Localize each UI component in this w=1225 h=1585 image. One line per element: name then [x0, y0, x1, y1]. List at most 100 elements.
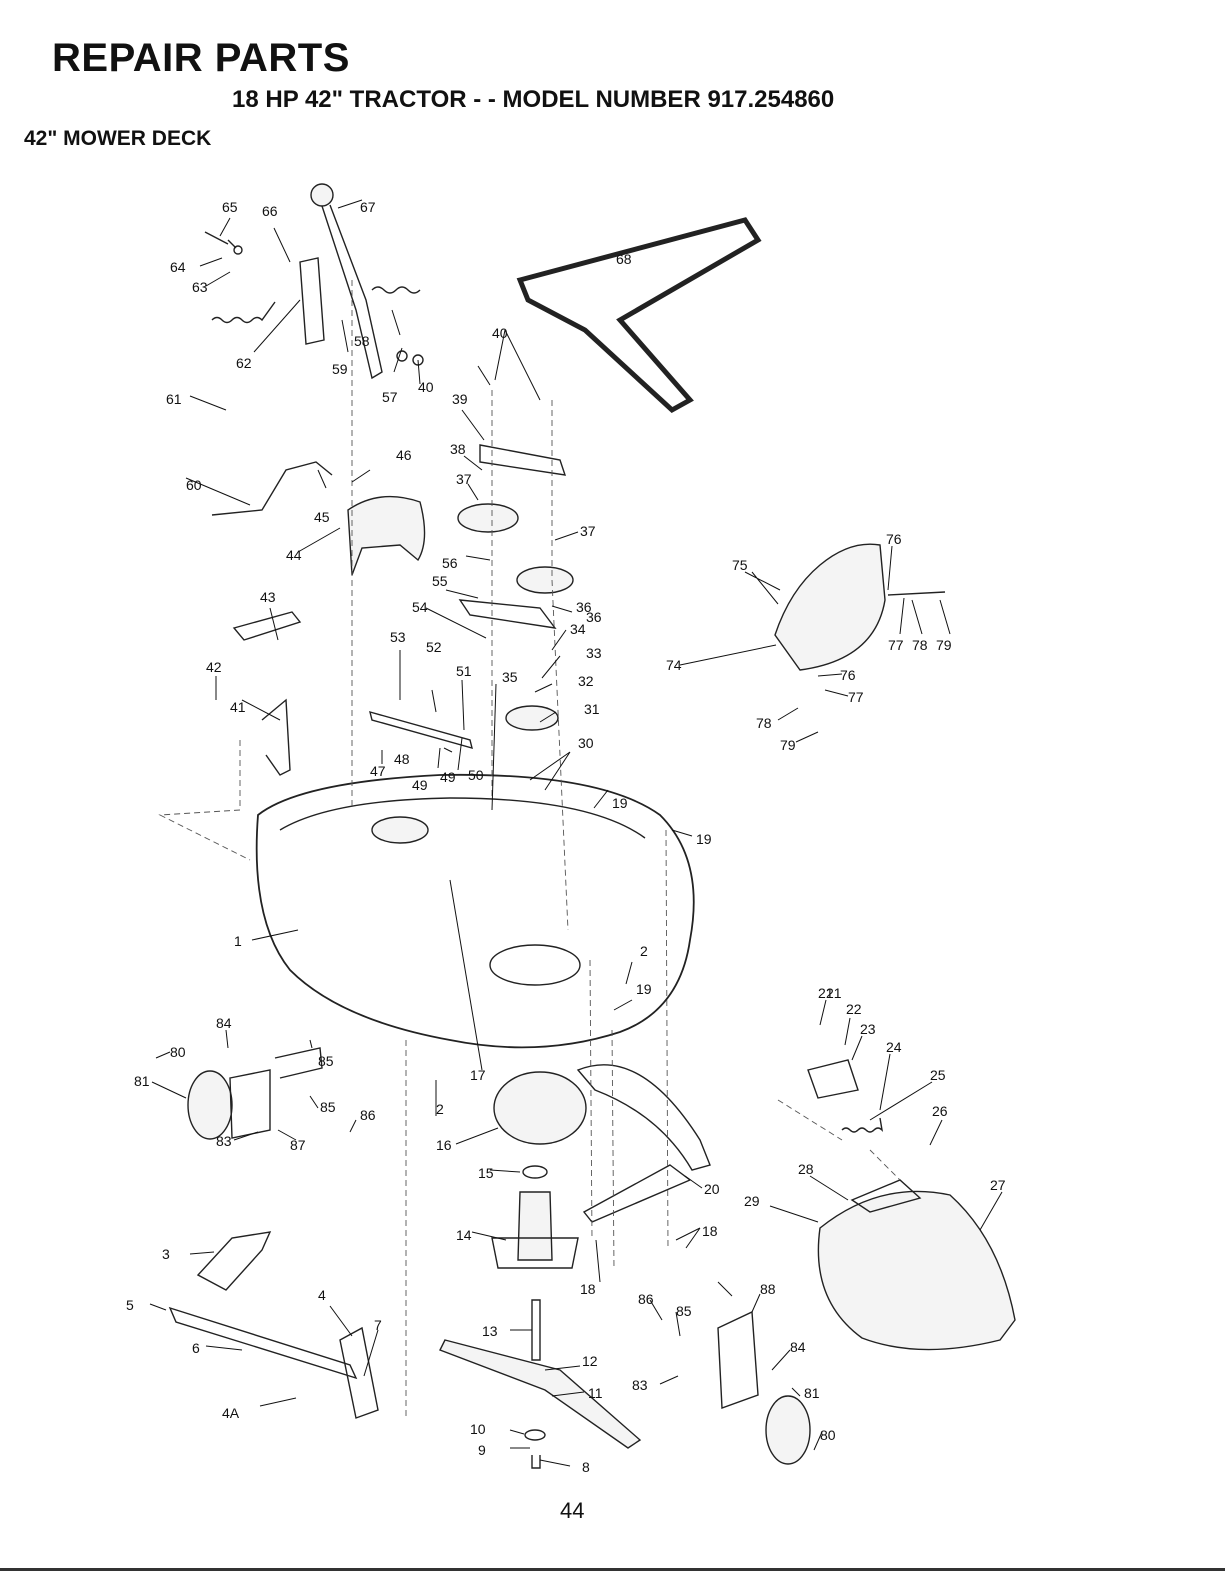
cover-hinge-rod [887, 591, 946, 596]
callout: 23 [860, 1021, 876, 1037]
callout: 21 [826, 985, 842, 1001]
gauge-wheel-left [187, 1070, 233, 1140]
callout: 37 [456, 471, 472, 487]
deck-spindle-hole [489, 944, 581, 986]
lever-plate [299, 257, 325, 345]
spindle-fins [491, 1237, 579, 1269]
callout: 84 [790, 1339, 806, 1355]
callout: 84 [216, 1015, 232, 1031]
spindle-shaft [531, 1299, 541, 1361]
model-subtitle: 18 HP 42" TRACTOR - - MODEL NUMBER 917.2… [232, 86, 835, 113]
bottom-border [0, 1568, 1225, 1571]
callout: 36 [586, 609, 602, 625]
alignment-line-6 [158, 740, 251, 861]
callout: 60 [186, 477, 202, 493]
callout: 86 [360, 1107, 376, 1123]
callout: 45 [314, 509, 330, 525]
callout: 86 [638, 1291, 654, 1307]
callout: 85 [318, 1053, 334, 1069]
page-number: 44 [560, 1498, 585, 1523]
callout: 28 [798, 1161, 814, 1177]
callout: 81 [134, 1073, 150, 1089]
callout: 61 [166, 391, 182, 407]
callout: 33 [586, 645, 602, 661]
belt-guard [347, 495, 426, 576]
callout: 27 [990, 1177, 1006, 1193]
callout: 47 [370, 763, 386, 779]
mower-blade [439, 1339, 642, 1449]
callout: 3 [162, 1246, 170, 1262]
callout: 21 [818, 985, 834, 1001]
lever-nut [396, 350, 408, 362]
callout: 75 [732, 557, 748, 573]
callout: 67 [360, 199, 376, 215]
callout: 32 [578, 673, 594, 689]
callout: 1 [234, 933, 242, 949]
callout: 55 [432, 573, 448, 589]
callout: 51 [456, 663, 472, 679]
callout: 49 [440, 769, 456, 785]
callout-labels: 1 2 2 3 4 4A 5 6 7 8 9 10 11 12 13 14 15… [126, 199, 1006, 1475]
front-link-rod [168, 1306, 358, 1380]
front-link-bracket [339, 1326, 379, 1419]
callout: 30 [578, 735, 594, 751]
alignment-line-3 [551, 400, 569, 931]
callout: 81 [804, 1385, 820, 1401]
callout: 78 [756, 715, 772, 731]
mulch-cover [774, 543, 886, 671]
callout: 68 [616, 251, 632, 267]
page-title: REPAIR PARTS [52, 36, 350, 80]
mower-deck [255, 773, 695, 1049]
callout: 79 [780, 737, 796, 753]
callout: 52 [426, 639, 442, 655]
callout: 77 [888, 637, 904, 653]
callout: 62 [236, 355, 252, 371]
callout: 2 [640, 943, 648, 959]
spindle-body [517, 1191, 553, 1261]
callout: 15 [478, 1165, 494, 1181]
lever-knob [310, 183, 334, 207]
lever-bolt [204, 231, 237, 249]
deck-stabilizer-bar [576, 1064, 711, 1171]
callout: 79 [936, 637, 952, 653]
callout: 43 [260, 589, 276, 605]
callout: 37 [580, 523, 596, 539]
chute-hinge [850, 1179, 922, 1213]
stabilizer-arm [582, 1164, 692, 1223]
callout: 54 [412, 599, 428, 615]
callout: 85 [676, 1303, 692, 1319]
chute-bracket [807, 1059, 859, 1099]
section-title: 42" MOWER DECK [24, 127, 212, 150]
callout: 65 [222, 199, 238, 215]
callout: 88 [760, 1281, 776, 1297]
hanger-arm [261, 698, 291, 776]
lift-handle [321, 204, 383, 380]
callout: 50 [468, 767, 484, 783]
lever-washer [233, 245, 243, 255]
callout: 18 [580, 1281, 596, 1297]
callout: 16 [436, 1137, 452, 1153]
callout: 57 [382, 389, 398, 405]
callout: 24 [886, 1039, 902, 1055]
wheel-arm-left [274, 1047, 323, 1079]
callout: 35 [502, 669, 518, 685]
callout: 2 [436, 1101, 444, 1117]
deck-inner-rim [279, 797, 646, 839]
callout: 42 [206, 659, 222, 675]
callout: 64 [170, 259, 186, 275]
blade-washer [524, 1429, 546, 1441]
callout: 66 [262, 203, 278, 219]
callout: 4 [318, 1287, 326, 1303]
callout: 17 [470, 1067, 486, 1083]
callout: 80 [170, 1044, 186, 1060]
callout: 40 [418, 379, 434, 395]
spindle-housing [493, 1071, 587, 1145]
callout: 26 [932, 1103, 948, 1119]
callout: 58 [354, 333, 370, 349]
idler-link-bar [369, 711, 473, 749]
discharge-chute [817, 1190, 1016, 1351]
gauge-wheel-right [765, 1395, 811, 1465]
idler-pulley-upper [457, 503, 519, 533]
idler-pulley-lower [516, 566, 574, 594]
